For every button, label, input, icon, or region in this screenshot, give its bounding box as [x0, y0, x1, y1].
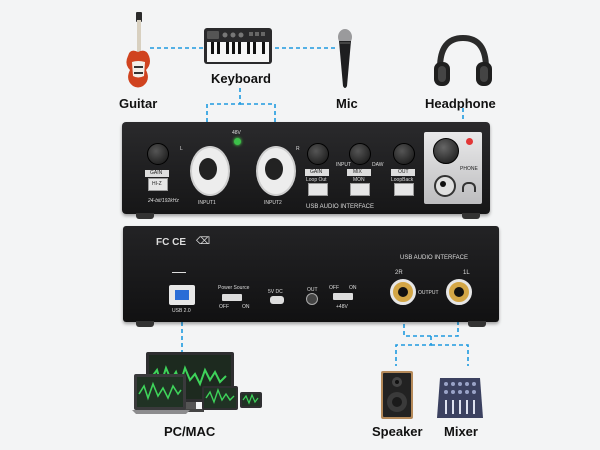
- gain-label: GAIN: [150, 170, 163, 176]
- input1-label: INPUT1: [198, 200, 216, 206]
- front-panel-foot: [136, 213, 154, 219]
- input2-combo-jack[interactable]: [256, 146, 296, 196]
- power-led: [466, 138, 473, 145]
- out-knob[interactable]: [393, 143, 415, 165]
- mixer-label: Mixer: [444, 424, 478, 439]
- power-source-on-label: ON: [242, 304, 250, 310]
- phone-label: PHONE: [460, 166, 478, 172]
- gain2-label-box: [305, 169, 329, 176]
- input1-left-marker: L: [180, 146, 183, 152]
- loopout-label: Loop Out: [306, 177, 327, 183]
- input2-label: INPUT2: [264, 200, 282, 206]
- power-source-label: Power Source: [218, 285, 250, 291]
- hiz-button[interactable]: [148, 178, 168, 191]
- mix-daw-label: DAW: [372, 162, 384, 168]
- hiz-label: HI-Z: [152, 181, 162, 187]
- gain-label-box: [145, 170, 169, 177]
- mix-input-label: INPUT: [336, 162, 351, 168]
- power-source-off-label: OFF: [219, 304, 229, 310]
- back-panel: [123, 226, 499, 322]
- usb-symbol-icon: [172, 266, 186, 273]
- usb-label: USB 2.0: [172, 308, 191, 314]
- input2-jack-hole: [265, 158, 283, 180]
- dc-label: 5V DC: [268, 289, 283, 295]
- back-out-jack[interactable]: [306, 293, 318, 305]
- mix-knob[interactable]: [349, 143, 371, 165]
- weee-icon: ⌫: [196, 236, 211, 247]
- out-label: OUT: [398, 169, 409, 175]
- mon-button[interactable]: [350, 183, 370, 196]
- keyboard-image: [203, 26, 273, 66]
- phone-knob[interactable]: [433, 138, 459, 164]
- usb-port-socket: [175, 290, 189, 300]
- mixer-image: [436, 372, 484, 420]
- output-2r-hole: [398, 287, 408, 297]
- out-label-box: [391, 169, 415, 176]
- front-panel-foot: [462, 213, 480, 219]
- gain2-label: GAIN: [310, 169, 323, 175]
- input2-right-marker: R: [296, 146, 300, 152]
- phone-jack-hole: [440, 181, 446, 187]
- back-title: USB AUDIO INTERFACE: [400, 255, 469, 261]
- mic-image: [335, 28, 355, 92]
- mix-label: MIX: [353, 169, 362, 175]
- phantom-label: 48V: [232, 130, 241, 136]
- phantom-on-label: ON: [349, 285, 357, 291]
- mix-label-box: [347, 169, 371, 176]
- dc-port[interactable]: [270, 296, 284, 304]
- model-label: USB AUDIO INTERFACE: [306, 204, 375, 210]
- phantom-led: [234, 138, 241, 145]
- headphone-icon: [462, 182, 476, 192]
- back-phantom-label: +48V: [336, 304, 348, 310]
- headphone-image: [432, 34, 494, 90]
- cert-marks: FC CE: [156, 237, 186, 248]
- loopback-label: LoopBack: [391, 177, 414, 183]
- loopback-button[interactable]: [394, 183, 414, 196]
- pc-mac-image: [132, 350, 264, 418]
- output-1l-hole: [454, 287, 464, 297]
- pc-mac-label: PC/MAC: [164, 424, 216, 439]
- guitar-image: [118, 10, 158, 90]
- power-source-switch[interactable]: [222, 294, 242, 301]
- guitar-label: Guitar: [119, 96, 158, 111]
- keyboard-label: Keyboard: [211, 71, 271, 86]
- out-1l-label: 1L: [463, 270, 470, 276]
- mon-label: MON: [353, 177, 365, 183]
- output-2r-jack[interactable]: [390, 279, 416, 305]
- spec-label: 24-bit/192kHz: [148, 198, 179, 204]
- back-out-label: OUT: [307, 287, 318, 293]
- out-2r-label: 2R: [395, 270, 403, 276]
- mic-label: Mic: [336, 96, 358, 111]
- headphone-label: Headphone: [425, 96, 496, 111]
- output-label: OUTPUT: [418, 290, 439, 296]
- loopout-button[interactable]: [308, 183, 328, 196]
- gain-knob-1[interactable]: [147, 143, 169, 165]
- speaker-label: Speaker: [372, 424, 423, 439]
- back-panel-foot: [136, 321, 154, 327]
- gain-knob-2[interactable]: [307, 143, 329, 165]
- phantom-off-label: OFF: [329, 285, 339, 291]
- back-panel-foot: [468, 321, 486, 327]
- phantom-switch[interactable]: [333, 293, 353, 300]
- speaker-image: [380, 370, 414, 420]
- input1-jack-hole: [199, 158, 217, 180]
